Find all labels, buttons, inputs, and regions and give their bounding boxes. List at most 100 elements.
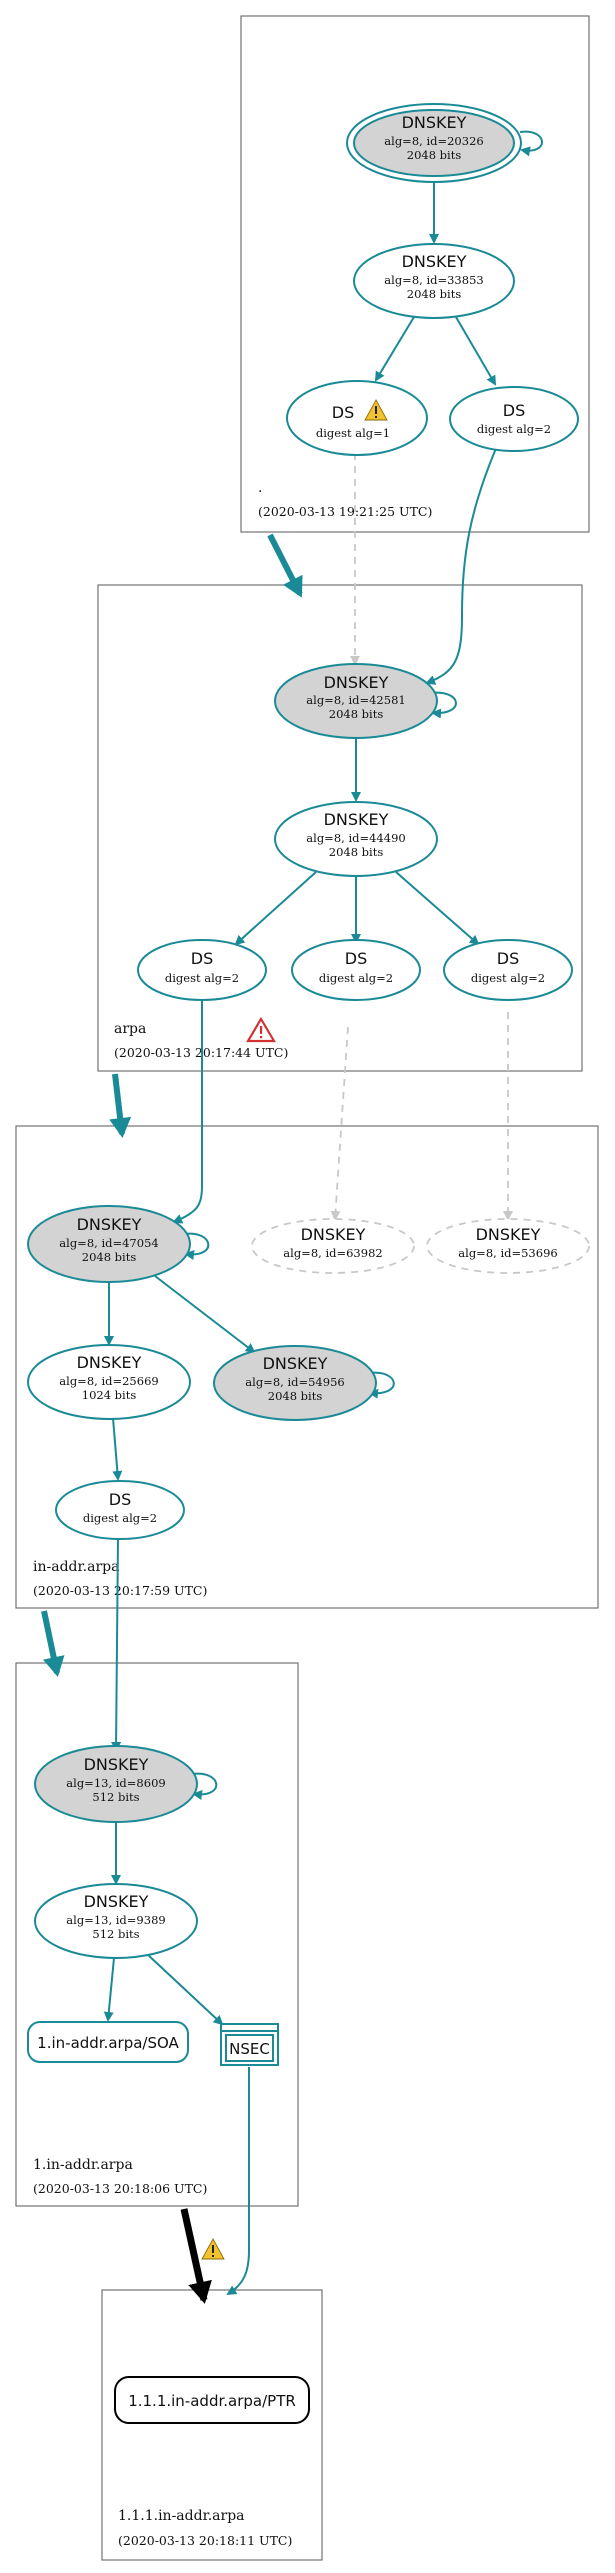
- node-key-size: 512 bits: [92, 1790, 139, 1804]
- edge-arpa-ds2-to-ia-miss1: [330, 1026, 349, 1221]
- edge-arpa-zsk-to-ds3: [395, 871, 480, 946]
- edge-arpa-ds1-to-ia-ksk: [172, 997, 203, 1224]
- node-title: DS: [497, 949, 519, 968]
- node-digest: digest alg=1: [316, 426, 390, 440]
- edge-arpa-ksk-self: [429, 691, 457, 719]
- node-key-info: alg=8, id=42581: [306, 693, 405, 707]
- root-ds-alg2-node[interactable]: DS digest alg=2: [449, 386, 579, 452]
- arpa-ds-1-node[interactable]: DS digest alg=2: [137, 939, 267, 1001]
- in-addr-zsk-node[interactable]: DNSKEY alg=8, id=25669 1024 bits: [27, 1344, 191, 1420]
- node-key-size: 2048 bits: [407, 287, 462, 301]
- zone-timestamp: (2020-03-13 20:18:06 UTC): [33, 2181, 207, 2196]
- node-digest: digest alg=2: [477, 422, 551, 436]
- error-icon[interactable]: [246, 1016, 276, 1043]
- node-title: DNSKEY: [476, 1225, 541, 1244]
- node-key-size: 2048 bits: [268, 1389, 323, 1403]
- node-title: DNSKEY: [84, 1892, 149, 1911]
- zone-name: 1.1.1.in-addr.arpa: [118, 2508, 245, 2524]
- node-title: DS: [191, 949, 213, 968]
- node-key-size: 2048 bits: [407, 148, 462, 162]
- delegation-in-addr-to-1: [41, 1610, 65, 1677]
- edge-nsec-to-target: [226, 2067, 250, 2296]
- edge-one-zsk-to-nsec: [146, 1953, 224, 2026]
- node-rr-label: 1.1.1.in-addr.arpa/PTR: [128, 2392, 296, 2410]
- zone-name: .: [258, 480, 262, 496]
- in-addr-ksk-node[interactable]: DNSKEY alg=8, id=47054 2048 bits: [27, 1205, 191, 1283]
- node-key-info: alg=13, id=9389: [66, 1913, 165, 1927]
- zone-timestamp: (2020-03-13 20:17:59 UTC): [33, 1583, 207, 1598]
- node-key-info: alg=8, id=63982: [283, 1246, 382, 1260]
- node-title: DS: [503, 401, 525, 420]
- root-zsk-node[interactable]: DNSKEY alg=8, id=33853 2048 bits: [353, 243, 515, 319]
- node-digest: digest alg=2: [83, 1511, 157, 1525]
- edge-arpa-zsk-to-ds1: [234, 871, 317, 946]
- one-nsec-node[interactable]: NSEC: [220, 2023, 279, 2066]
- node-title: DNSKEY: [77, 1215, 142, 1234]
- node-rr-label: 1.in-addr.arpa/SOA: [37, 2034, 179, 2052]
- ptr-rrset-node[interactable]: 1.1.1.in-addr.arpa/PTR: [114, 2376, 310, 2424]
- delegation-root-to-arpa: [267, 533, 303, 598]
- node-digest: digest alg=2: [471, 971, 545, 985]
- node-title: DS: [109, 1490, 131, 1509]
- zone-name: 1.in-addr.arpa: [33, 2157, 133, 2173]
- delegation-arpa-to-in-addr: [109, 1073, 132, 1138]
- node-title: DNSKEY: [324, 810, 389, 829]
- node-title: DNSKEY: [402, 113, 467, 132]
- node-rr-label: NSEC: [229, 2040, 270, 2058]
- edge-root-ksk-self: [519, 130, 543, 157]
- node-title: DNSKEY: [84, 1755, 149, 1774]
- node-key-info: alg=8, id=25669: [59, 1374, 158, 1388]
- node-key-size: 2048 bits: [329, 845, 384, 859]
- node-key-info: alg=8, id=47054: [59, 1236, 158, 1250]
- edge-root-ds2-to-arpa-ksk: [425, 445, 498, 685]
- arpa-zsk-node[interactable]: DNSKEY alg=8, id=44490 2048 bits: [274, 801, 438, 877]
- node-title: DNSKEY: [324, 673, 389, 692]
- edge-ia-ksk-self: [183, 1232, 210, 1260]
- node-key-info: alg=8, id=53696: [458, 1246, 557, 1260]
- node-key-size: 2048 bits: [82, 1250, 137, 1264]
- edges: [41, 130, 543, 2304]
- zone-name: in-addr.arpa: [33, 1559, 119, 1575]
- zone-timestamp: (2020-03-13 19:21:25 UTC): [258, 504, 432, 519]
- zone-name: arpa: [114, 1021, 146, 1037]
- node-key-info: alg=8, id=44490: [306, 831, 405, 845]
- node-title: DS: [332, 403, 354, 422]
- one-zsk-node[interactable]: DNSKEY alg=13, id=9389 512 bits: [34, 1883, 198, 1959]
- node-key-info: alg=8, id=33853: [384, 273, 483, 287]
- one-ksk-node[interactable]: DNSKEY alg=13, id=8609 512 bits: [34, 1745, 198, 1823]
- delegation-1-to-target: [180, 2208, 212, 2304]
- edge-one-zsk-to-soa: [103, 1957, 115, 2022]
- node-title: DNSKEY: [301, 1225, 366, 1244]
- node-key-size: 512 bits: [92, 1927, 139, 1941]
- warning-icon[interactable]: [364, 399, 388, 421]
- node-key-size: 2048 bits: [329, 707, 384, 721]
- root-ds-alg1-node[interactable]: DS digest alg=1: [286, 380, 428, 456]
- edge-ia-ksk-to-key3: [154, 1275, 256, 1354]
- node-title: DNSKEY: [77, 1353, 142, 1372]
- node-title: DNSKEY: [263, 1354, 328, 1373]
- root-ksk-node[interactable]: DNSKEY alg=8, id=20326 2048 bits: [346, 103, 522, 183]
- node-digest: digest alg=2: [165, 971, 239, 985]
- in-addr-missing-key-1-node[interactable]: DNSKEY alg=8, id=63982: [251, 1218, 415, 1274]
- arpa-ds-2-node[interactable]: DS digest alg=2: [291, 939, 421, 1001]
- node-title: DNSKEY: [402, 252, 467, 271]
- edge-root-zsk-to-ds2: [455, 316, 497, 386]
- node-key-info: alg=13, id=8609: [66, 1776, 165, 1790]
- in-addr-ds-node[interactable]: DS digest alg=2: [55, 1480, 185, 1540]
- in-addr-missing-key-2-node[interactable]: DNSKEY alg=8, id=53696: [426, 1218, 590, 1274]
- node-digest: digest alg=2: [319, 971, 393, 985]
- node-key-info: alg=8, id=54956: [245, 1375, 344, 1389]
- zone-timestamp: (2020-03-13 20:18:11 UTC): [118, 2533, 292, 2548]
- edge-ia-zsk-to-ds: [112, 1417, 123, 1481]
- edge-root-zsk-to-ds1: [374, 316, 415, 382]
- warning-icon[interactable]: [201, 2238, 225, 2260]
- arpa-ds-3-node[interactable]: DS digest alg=2: [443, 939, 573, 1001]
- in-addr-key-54956-node[interactable]: DNSKEY alg=8, id=54956 2048 bits: [213, 1345, 377, 1421]
- arpa-ksk-node[interactable]: DNSKEY alg=8, id=42581 2048 bits: [274, 663, 438, 739]
- one-soa-node[interactable]: 1.in-addr.arpa/SOA: [27, 2021, 189, 2063]
- node-title: DS: [345, 949, 367, 968]
- edge-one-ksk-self: [191, 1772, 218, 1800]
- node-key-size: 1024 bits: [82, 1388, 137, 1402]
- zone-1-1-1-in-addr-arpa: 1.1.1.in-addr.arpa (2020-03-13 20:18:11 …: [101, 2289, 323, 2561]
